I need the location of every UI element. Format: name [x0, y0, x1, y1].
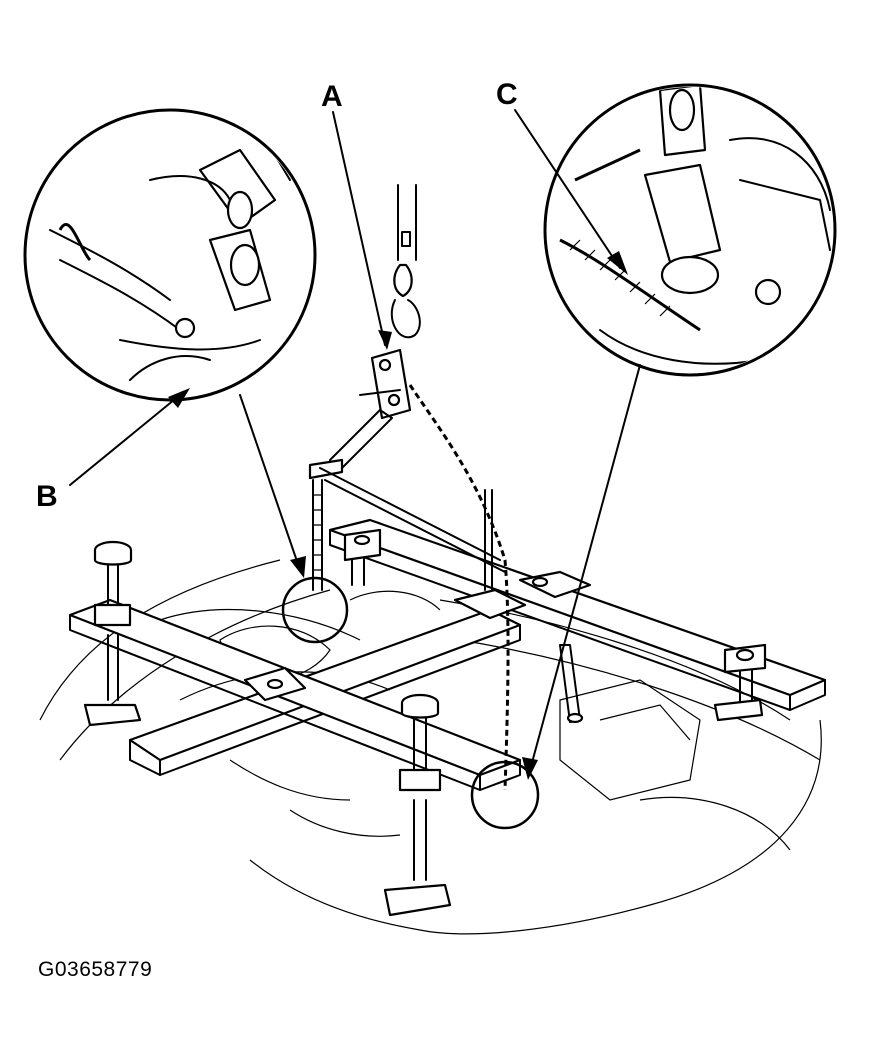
callout-label-a: A — [321, 80, 343, 113]
leader-arrows — [69, 109, 641, 780]
detail-inset-left — [23, 108, 317, 402]
rear-cross-beam — [328, 518, 827, 711]
callout-label-b: B — [36, 480, 58, 513]
detail-inset-right — [543, 83, 837, 377]
callout-label-c: C — [496, 78, 518, 111]
attachment-point-left-circle — [281, 576, 349, 644]
right-chain — [408, 384, 510, 791]
center-front-adjuster — [383, 693, 452, 917]
lifting-hook-assembly — [308, 184, 421, 480]
left-chain — [312, 479, 323, 591]
attachment-point-right-circle — [470, 760, 540, 830]
figure-id: G03658779 — [38, 958, 153, 981]
rear-left-adjuster — [343, 528, 382, 586]
right-rear-adjuster — [713, 643, 767, 722]
hanger-strut — [319, 467, 584, 724]
left-front-adjuster — [83, 540, 142, 727]
